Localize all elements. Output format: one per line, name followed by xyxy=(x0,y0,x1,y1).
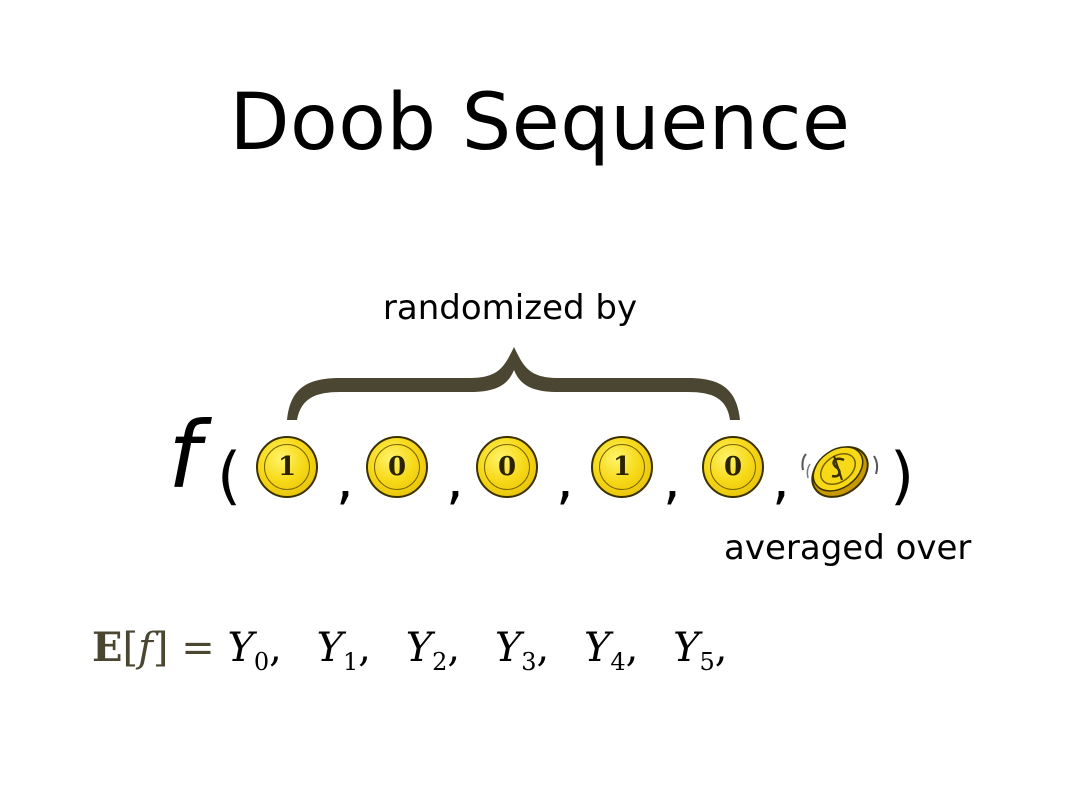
term-y1: Y1, xyxy=(316,625,372,676)
comma: , xyxy=(556,447,574,512)
term-y3: Y3, xyxy=(494,625,550,676)
coin-1: 1 xyxy=(256,436,318,498)
comma: , xyxy=(446,447,464,512)
formula-f: f xyxy=(138,625,153,671)
term-y4: Y4, xyxy=(583,625,639,676)
spinning-coin-icon xyxy=(801,446,879,498)
coin-5: 0 xyxy=(702,436,764,498)
brace-label: randomized by xyxy=(382,288,638,328)
coin-2: 0 xyxy=(366,436,428,498)
term-y2: Y2, xyxy=(405,625,461,676)
term-y5: Y5, xyxy=(673,625,728,676)
expectation-operator: E xyxy=(92,624,123,671)
curly-brace-shape xyxy=(287,347,740,420)
equals-sign: = xyxy=(181,625,215,671)
bracket-close: ] xyxy=(152,625,169,671)
coin-value: 0 xyxy=(374,444,420,490)
comma: , xyxy=(772,447,790,512)
close-paren: ) xyxy=(890,439,915,512)
coin-value: 1 xyxy=(599,444,645,490)
bracket-open: [ xyxy=(122,625,139,671)
slide-title: Doob Sequence xyxy=(229,78,851,168)
comma: , xyxy=(336,447,354,512)
coin-value: 1 xyxy=(264,444,310,490)
function-symbol: f xyxy=(168,402,201,509)
comma: , xyxy=(663,447,681,512)
open-paren: ( xyxy=(217,439,242,512)
coin-value: 0 xyxy=(484,444,530,490)
coin-4: 1 xyxy=(591,436,653,498)
averaged-label: averaged over xyxy=(724,528,972,568)
coin-3: 0 xyxy=(476,436,538,498)
expectation-formula: E[f] = Y0, Y1, Y2, Y3, Y4, Y5, xyxy=(92,624,728,676)
term-y0: Y0, xyxy=(227,625,282,676)
coin-value: 0 xyxy=(710,444,756,490)
